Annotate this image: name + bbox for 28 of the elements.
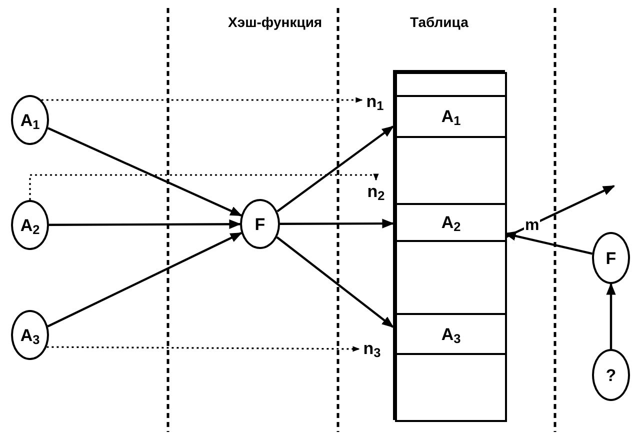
circle-node: F xyxy=(240,199,280,249)
dotted-arrow xyxy=(46,346,360,352)
table-cell: A$_{1}$ xyxy=(395,95,507,138)
index-label: n$_{2}$ xyxy=(363,180,389,202)
dotted-arrow xyxy=(29,174,379,200)
column-heading: Таблица xyxy=(410,13,468,32)
table-cell: A$_{2}$ xyxy=(395,203,507,242)
arrow xyxy=(280,218,394,228)
circle-node: ? xyxy=(592,349,630,401)
arrow xyxy=(276,236,394,328)
index-label: n$_{3}$ xyxy=(359,337,385,359)
table-cell: A$_{3}$ xyxy=(395,313,507,355)
arrow xyxy=(49,219,242,229)
table-cell xyxy=(395,136,507,205)
arrow xyxy=(276,126,394,212)
arrow xyxy=(48,127,242,216)
circle-node: F xyxy=(592,232,630,284)
arrow xyxy=(47,232,242,328)
column-heading: Хэш-функция xyxy=(228,13,322,32)
table-cell xyxy=(395,240,507,315)
index-label: n$_{1}$ xyxy=(362,90,388,112)
circle-node: A$_{2}$ xyxy=(11,200,49,250)
circle-node: A$_{3}$ xyxy=(11,310,49,360)
hash-table xyxy=(393,70,505,420)
arrow xyxy=(606,282,616,349)
table-cell xyxy=(395,353,507,422)
dotted-arrow xyxy=(41,97,363,103)
circle-node: A$_{1}$ xyxy=(11,95,49,145)
